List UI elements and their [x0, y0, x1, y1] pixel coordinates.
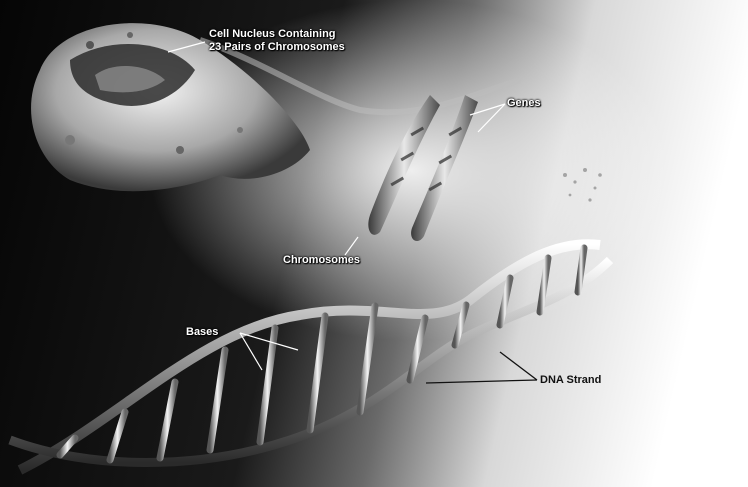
label-nucleus-line1: Cell Nucleus Containing — [209, 28, 336, 41]
label-bases: Bases — [186, 326, 218, 339]
label-genes: Genes — [507, 97, 541, 110]
label-dna-strand: DNA Strand — [540, 374, 601, 387]
label-nucleus-line2: 23 Pairs of Chromosomes — [209, 41, 345, 54]
label-chromosomes: Chromosomes — [283, 254, 360, 267]
